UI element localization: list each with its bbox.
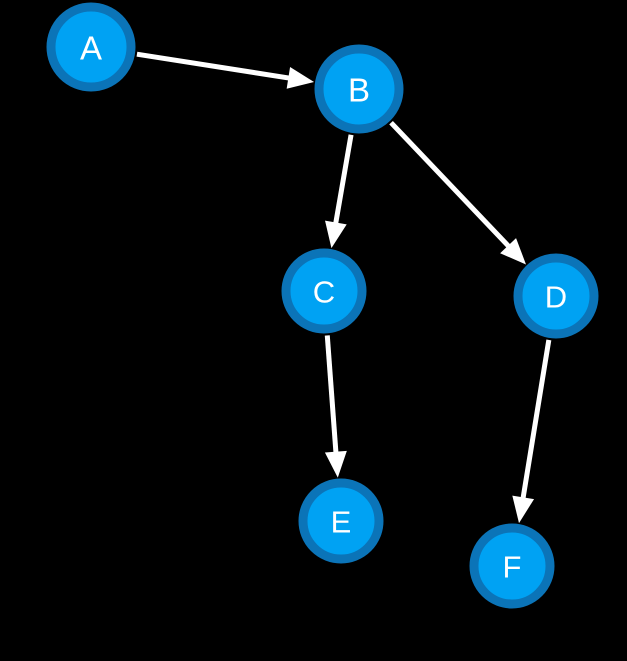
graph-edge-c-to-e[interactable]	[324, 335, 347, 478]
node-label-b: B	[348, 72, 370, 109]
node-label-c: C	[313, 275, 335, 310]
node-circle	[314, 44, 404, 134]
node-label-f: F	[503, 550, 522, 585]
graph-edge-d-to-f[interactable]	[512, 339, 552, 524]
node-circle	[469, 523, 555, 609]
graph-edge-b-to-d[interactable]	[389, 120, 527, 265]
edge-arrowhead-icon	[324, 450, 347, 478]
edge-arrowhead-icon	[512, 495, 535, 524]
graph-node-f[interactable]: F	[469, 523, 555, 609]
graph-node-d[interactable]: D	[513, 253, 599, 339]
node-circle	[513, 253, 599, 339]
edge-layer	[136, 51, 552, 524]
graph-node-c[interactable]: C	[281, 248, 367, 334]
edge-line	[324, 335, 339, 456]
edge-line	[520, 339, 552, 502]
graph-node-b[interactable]: B	[314, 44, 404, 134]
node-circle	[298, 478, 384, 564]
graph-edge-a-to-b[interactable]	[136, 51, 315, 89]
edge-line	[332, 134, 354, 227]
edge-arrowhead-icon	[325, 220, 347, 249]
graph-edge-b-to-c[interactable]	[325, 134, 354, 249]
node-label-e: E	[331, 505, 352, 540]
node-label-d: D	[545, 280, 567, 315]
node-layer: A B C D E F	[46, 2, 599, 609]
graph-node-e[interactable]: E	[298, 478, 384, 564]
graph-node-a[interactable]: A	[46, 2, 136, 92]
edge-line	[389, 120, 513, 251]
node-circle	[46, 2, 136, 92]
edge-line	[136, 51, 293, 82]
edge-arrowhead-icon	[286, 67, 315, 89]
edge-arrowhead-icon	[500, 238, 527, 265]
node-label-a: A	[80, 30, 102, 67]
node-circle	[281, 248, 367, 334]
